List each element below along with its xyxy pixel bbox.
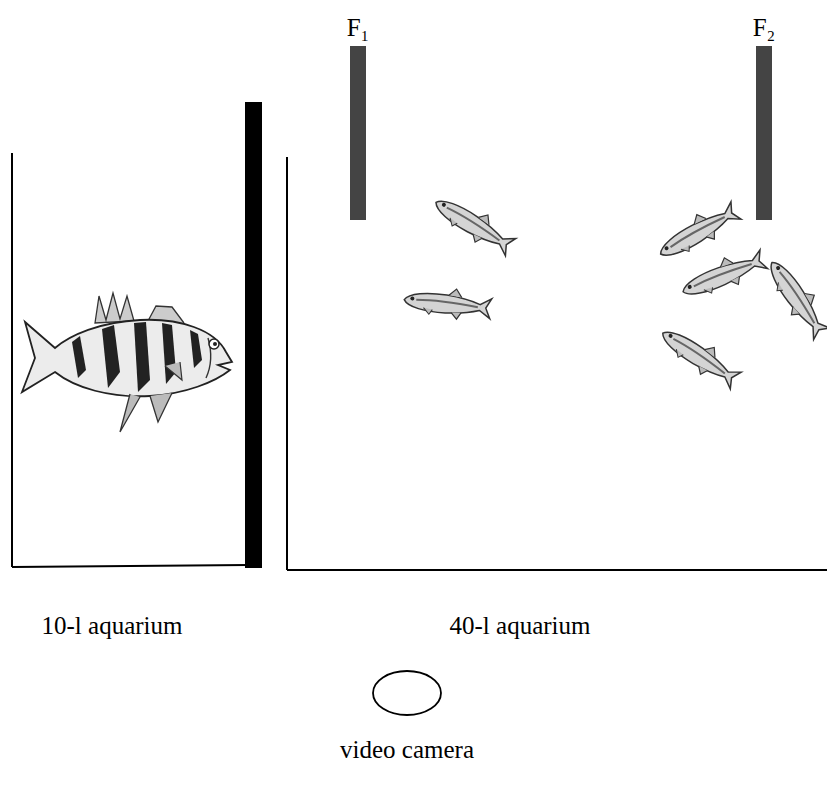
- feeder-label: F₂: [753, 14, 776, 42]
- feeder-bar: [756, 46, 772, 220]
- feeder-label: F₁: [347, 14, 370, 42]
- small-aquarium: [12, 153, 248, 567]
- opaque-divider: [245, 102, 262, 568]
- aquarium-label: 40-l aquarium: [450, 612, 591, 640]
- feeder-bar: [350, 46, 366, 220]
- aquarium-label: 10-l aquarium: [42, 612, 183, 640]
- video-camera-lens: [373, 671, 441, 715]
- large-aquarium: [287, 157, 827, 570]
- perch-predator: [22, 293, 232, 432]
- camera-label: video camera: [340, 736, 474, 764]
- prey-fish: [403, 189, 827, 393]
